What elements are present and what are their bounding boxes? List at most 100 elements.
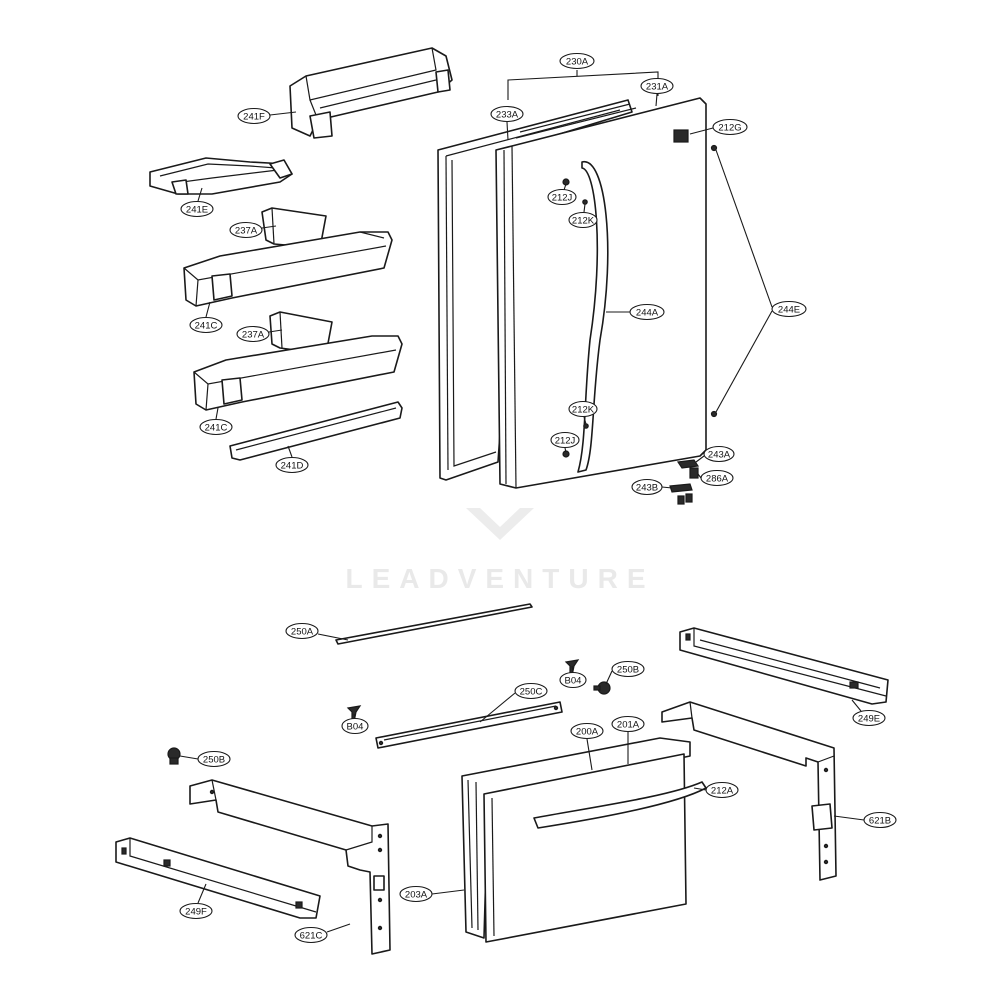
- callout-text: 212A: [711, 785, 734, 796]
- callout-212A: 212A: [705, 781, 739, 799]
- part-243A-hinge: [676, 459, 700, 469]
- part-286A-bushing: [689, 467, 699, 479]
- part-212K-screw-bottom: [583, 423, 589, 429]
- callout-bubble: [700, 469, 734, 487]
- callout-250A: 250A: [285, 622, 319, 640]
- part-244A-handle: [577, 161, 609, 473]
- part-250A-rod: [335, 603, 533, 645]
- callout-text: 250B: [203, 754, 225, 765]
- callout-bubble: [629, 303, 665, 321]
- callout-250B-right: 250B: [611, 660, 645, 678]
- callout-text: 250C: [520, 686, 543, 697]
- callout-bubble: [703, 445, 735, 463]
- callout-bubble: [640, 77, 674, 95]
- part-244E-pin-top: [710, 144, 718, 152]
- callout-text: 241C: [205, 422, 228, 433]
- callout-203A: 203A: [399, 885, 433, 903]
- callout-text: 212G: [718, 122, 741, 133]
- callout-text: 237A: [235, 225, 258, 236]
- callout-212J-bottom: 212J: [550, 431, 580, 449]
- callout-bubble: [229, 221, 263, 239]
- part-212K-screw-top: [582, 199, 588, 205]
- callout-bubble: [611, 715, 645, 733]
- callout-bubble: [570, 722, 604, 740]
- part-249F-slide-rail-left: [115, 837, 321, 919]
- callout-bubble: [863, 811, 897, 829]
- part-231A-door-assembly: [495, 97, 718, 489]
- callout-bubble: [705, 781, 739, 799]
- part-250C-bar: [375, 701, 563, 749]
- callout-bubble: [237, 107, 271, 125]
- callout-text: 243B: [636, 482, 658, 493]
- callout-bubble: [285, 622, 319, 640]
- callout-241C-bottom: 241C: [199, 418, 233, 436]
- callout-286A: 286A: [700, 469, 734, 487]
- callout-bubble: [199, 418, 233, 436]
- callout-text: B04: [347, 721, 364, 732]
- callout-text: 250B: [617, 664, 639, 675]
- callout-bubble: [294, 926, 328, 944]
- callout-212K-bottom: 212K: [568, 400, 598, 418]
- callout-621C: 621C: [294, 926, 328, 944]
- callout-201A: 201A: [611, 715, 645, 733]
- callout-243B: 243B: [631, 478, 663, 496]
- callout-243A: 243A: [703, 445, 735, 463]
- callout-bubble: [236, 325, 270, 343]
- callout-250C: 250C: [514, 682, 548, 700]
- callout-text: 212K: [572, 215, 595, 226]
- callout-text: 244E: [778, 304, 800, 315]
- callout-bubble: [550, 431, 580, 449]
- part-621B-bracket-right: [661, 701, 837, 881]
- callout-241C-top: 241C: [189, 316, 223, 334]
- callout-text: 212J: [555, 435, 576, 446]
- part-hinge-hardware: [669, 459, 700, 505]
- callout-text: 203A: [405, 889, 428, 900]
- part-212G-badge: [673, 129, 689, 143]
- callout-212K-top: 212K: [568, 211, 598, 229]
- callout-bubble: [568, 211, 598, 229]
- callout-249E: 249E: [852, 709, 886, 727]
- part-249E-slide-rail-right: [679, 627, 889, 705]
- callout-244E: 244E: [771, 300, 807, 318]
- callout-250B-left: 250B: [197, 750, 231, 768]
- callout-bubble: [771, 300, 807, 318]
- callout-text: 237A: [242, 329, 265, 340]
- callout-text: 212J: [552, 192, 573, 203]
- part-621C-bracket-left: [189, 779, 391, 955]
- callout-text: 249E: [858, 713, 880, 724]
- callout-bubble: [179, 902, 213, 920]
- callout-bubble: [399, 885, 433, 903]
- callout-bubble: [341, 717, 369, 735]
- callout-bubble: [559, 671, 587, 689]
- callout-231A: 231A: [640, 77, 674, 95]
- part-241C-door-bin-top: [183, 231, 393, 307]
- part-243B-screw-b: [685, 493, 693, 503]
- callout-text: 200A: [576, 726, 599, 737]
- part-241D-trim-rail: [229, 401, 403, 461]
- watermark: LEADVENTURE: [345, 508, 654, 594]
- callout-bubble: [559, 52, 595, 70]
- callout-244A: 244A: [629, 303, 665, 321]
- part-250B-roller-left: [167, 747, 181, 765]
- callout-200A: 200A: [570, 722, 604, 740]
- callout-bubble: [197, 750, 231, 768]
- watermark-text: LEADVENTURE: [345, 563, 654, 594]
- callout-621B: 621B: [863, 811, 897, 829]
- callout-bubble: [490, 105, 524, 123]
- callout-230A: 230A: [559, 52, 595, 70]
- callout-text: 201A: [617, 719, 640, 730]
- callout-241F: 241F: [237, 107, 271, 125]
- callout-text: 250A: [291, 626, 314, 637]
- part-200A-drawer-door: [483, 753, 707, 943]
- callout-text: 241D: [281, 460, 304, 471]
- callout-241D: 241D: [275, 456, 309, 474]
- callout-bubble: [712, 118, 748, 136]
- callout-bubble: [631, 478, 663, 496]
- callout-bubble: [514, 682, 548, 700]
- callout-text: 621C: [300, 930, 323, 941]
- callout-bubble: [611, 660, 645, 678]
- part-243B-bracket: [669, 483, 693, 493]
- callout-B04-right: B04: [559, 671, 587, 689]
- part-243B-screw-a: [677, 495, 685, 505]
- callout-233A: 233A: [490, 105, 524, 123]
